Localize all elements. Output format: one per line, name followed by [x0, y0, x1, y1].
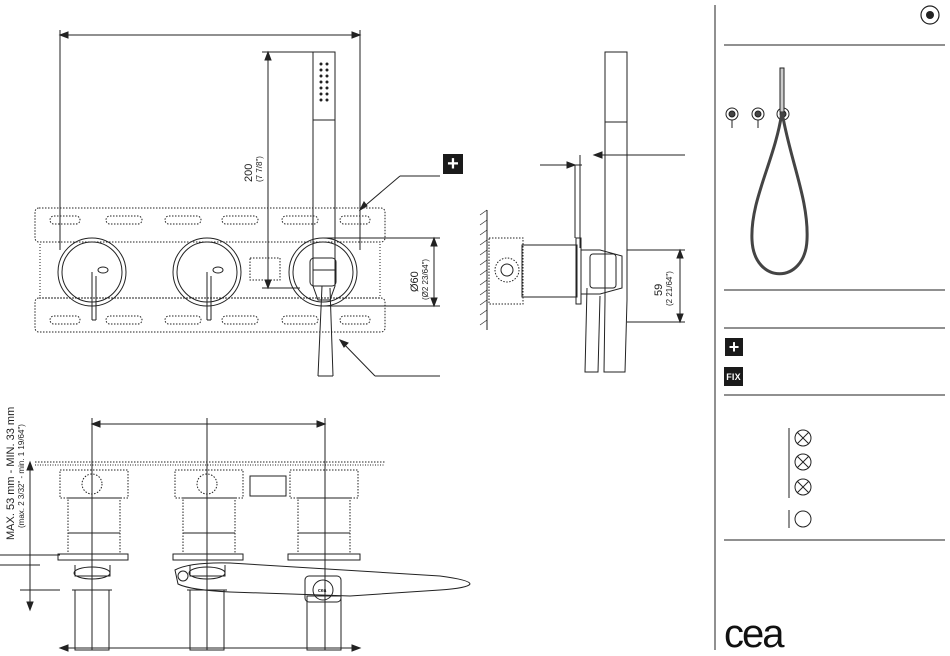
crossed-circle-icon [795, 430, 811, 446]
dim-projection-mm: 59 [653, 284, 665, 296]
dim-projection-in: (2 21/64") [665, 271, 674, 306]
crossed-circle-icon [795, 454, 811, 470]
brand-logo: cea [724, 614, 783, 654]
target-icon [921, 6, 939, 24]
dim-handshower-mm: 200 [243, 164, 255, 182]
plus-icon: + [725, 338, 743, 356]
plus-icon: + [443, 154, 463, 174]
dim-plate-diameter-in: (Ø2 23/64") [421, 259, 430, 300]
dim-depth-range-in: (max. 2 3/32" - min. 1 19/64") [17, 424, 26, 528]
right-panel [715, 5, 945, 650]
side-view [480, 52, 685, 372]
plan-view [0, 418, 470, 651]
fix-icon: FIX [724, 367, 743, 386]
dim-depth-range-mm: MAX. 53 mm - MIN. 33 mm [5, 407, 17, 540]
front-view [35, 30, 440, 376]
crossed-circle-icon [795, 479, 811, 495]
dim-handshower-in: (7 7/8") [255, 156, 264, 182]
mini-logo: cea [318, 588, 327, 594]
empty-circle-icon [795, 511, 811, 527]
dim-plate-diameter-mm: Ø60 [409, 271, 421, 292]
